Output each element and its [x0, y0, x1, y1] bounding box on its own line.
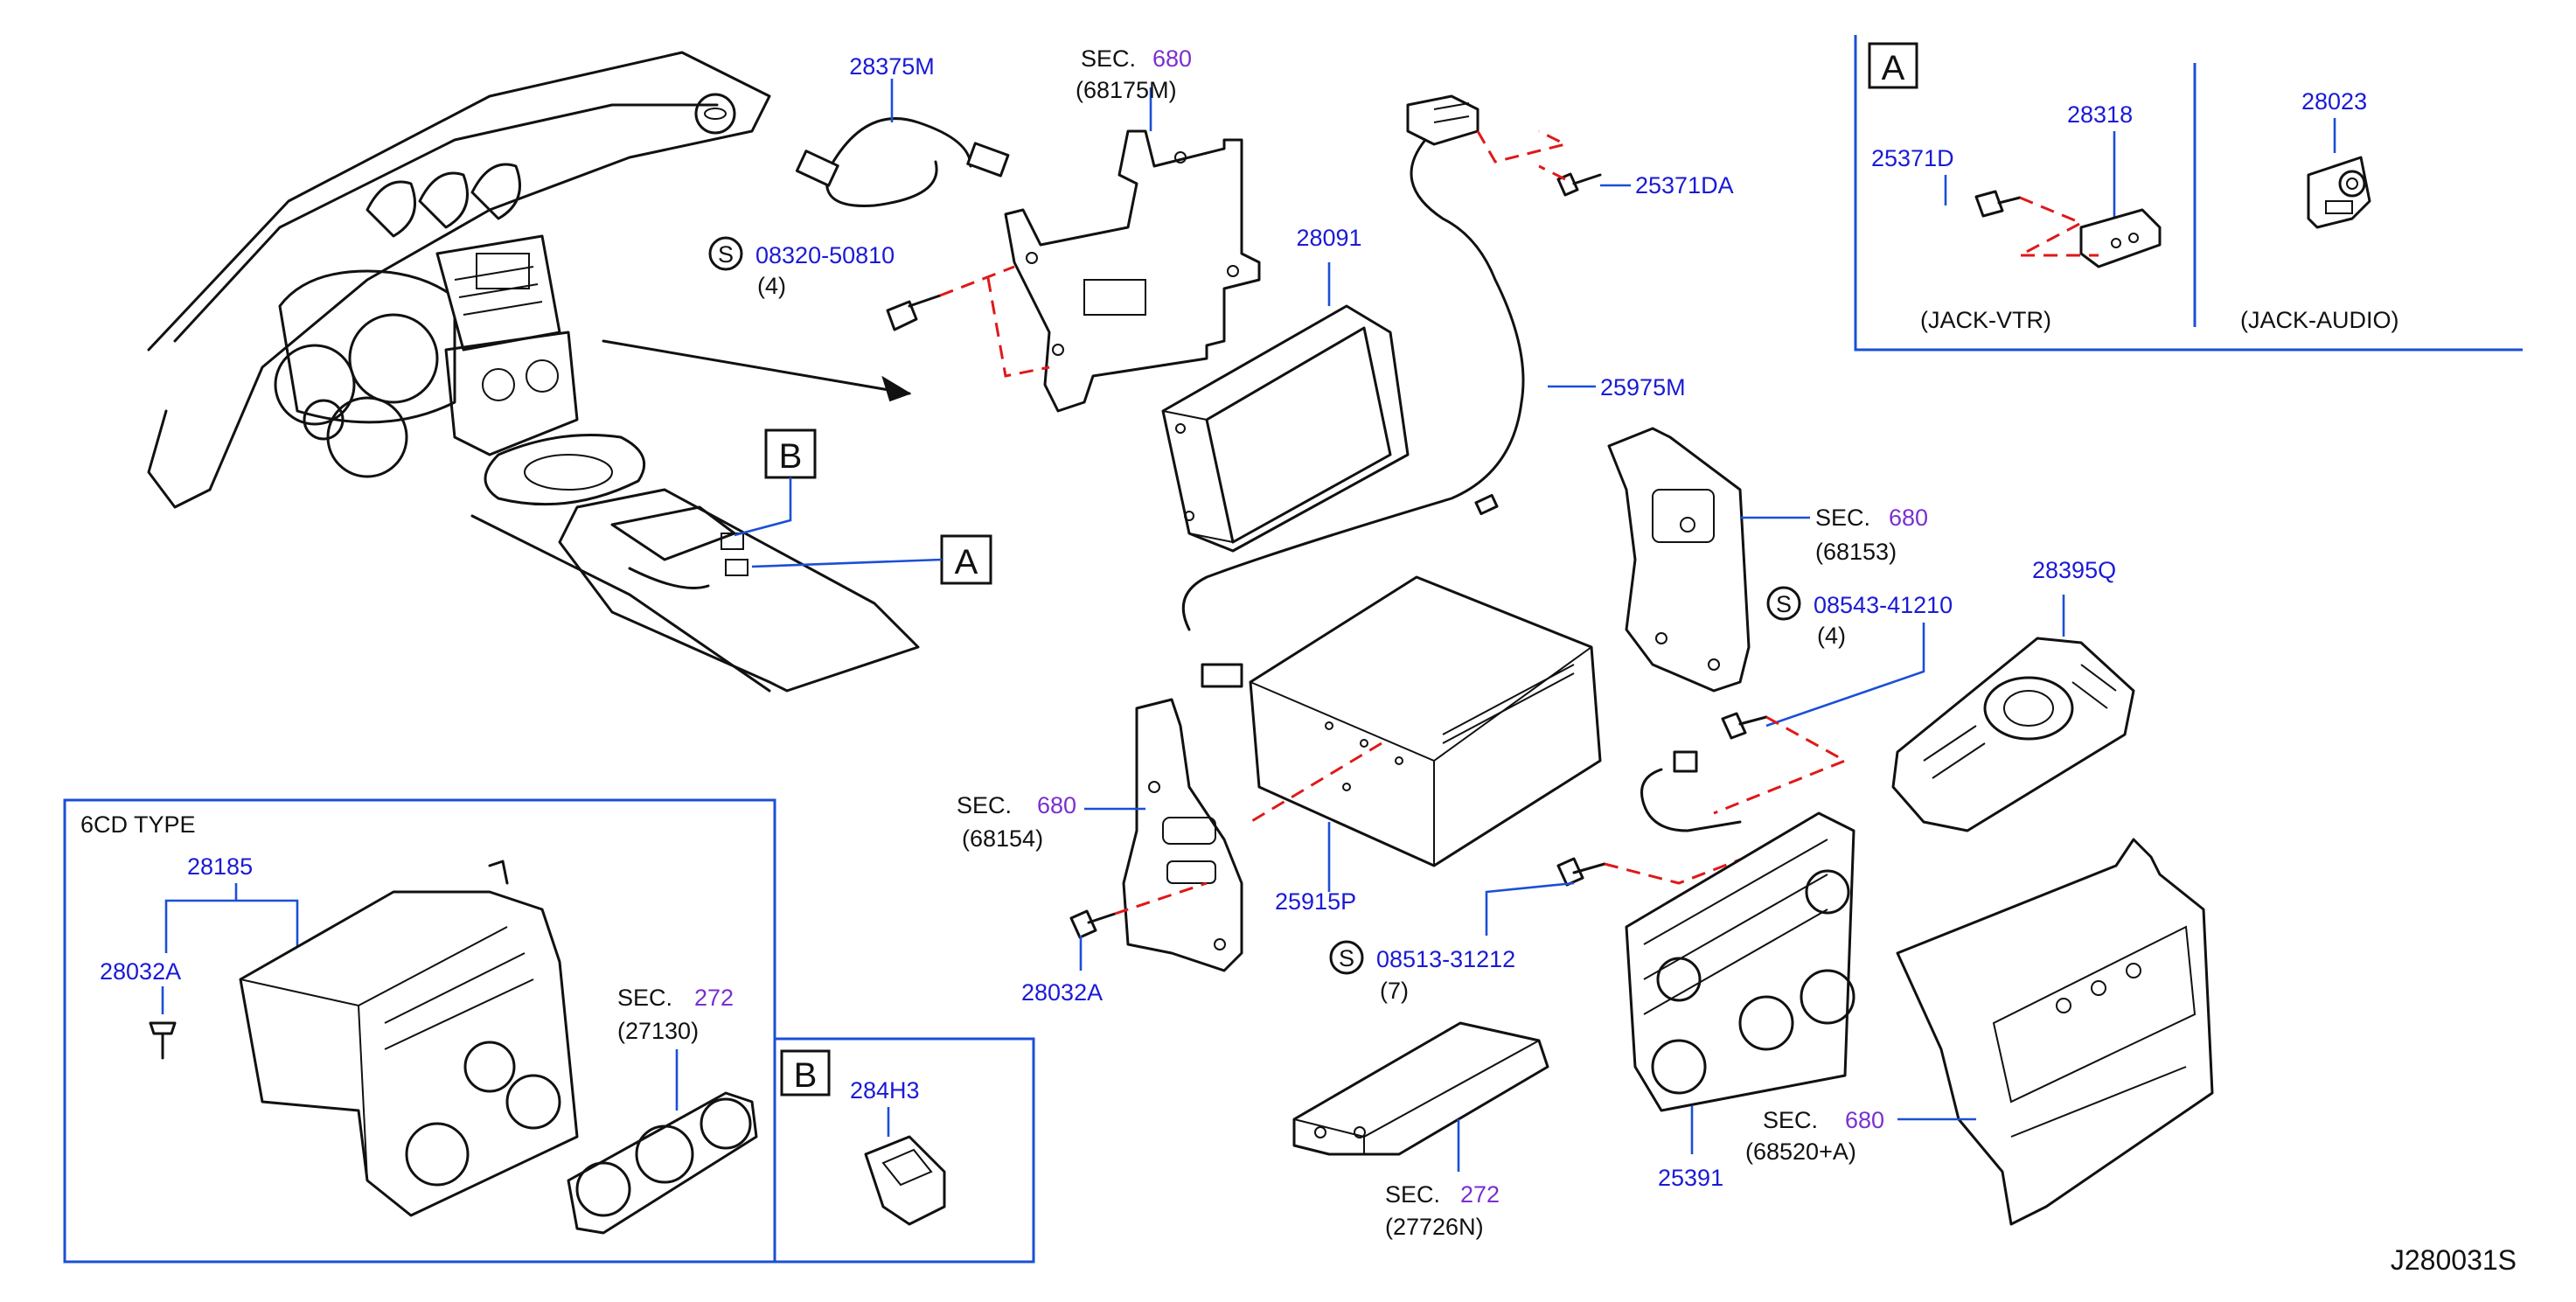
sec-sub-27130: (27130)	[617, 1018, 699, 1044]
label-284h3: 284H3	[850, 1077, 920, 1104]
module-27726n: SEC. 272 (27726N)	[1292, 1021, 1549, 1240]
sec-num-68154: 680	[1037, 792, 1076, 818]
bracket-68153: SEC. 680 (68153)	[1607, 427, 1928, 693]
sec-sub-68153: (68153)	[1815, 539, 1897, 565]
part-25371da-screw: 25371DA	[1476, 129, 1734, 198]
sec-num-68175m: 680	[1152, 45, 1192, 72]
caption-jack-audio: (JACK-AUDIO)	[2240, 307, 2399, 333]
diagram-label: S	[1776, 591, 1792, 617]
sec-word-68175m: SEC.	[1081, 45, 1136, 72]
diagram-label: B	[779, 437, 803, 476]
sec-num-27726n: 272	[1460, 1181, 1500, 1208]
climate-control-27130: SEC. 272 (27130)	[567, 985, 758, 1235]
sec-word-68520a: SEC.	[1763, 1107, 1818, 1133]
label-25975m: 25975M	[1600, 374, 1686, 400]
label-28375m: 28375M	[849, 53, 935, 80]
dashboard-overview	[147, 51, 920, 693]
qty-08320-50810: (4)	[757, 273, 786, 299]
qty-08543-41210: (4)	[1817, 623, 1846, 649]
label-28023: 28023	[2301, 88, 2367, 115]
inset-6cd-title: 6CD TYPE	[80, 811, 196, 838]
inset-b: B 284H3	[775, 1037, 1035, 1264]
diagram-code: J280031S	[2391, 1244, 2517, 1276]
part-28395q-control: 28395Q	[1891, 557, 2135, 832]
diagram-label: S	[718, 241, 734, 268]
label-25915p: 25915P	[1275, 888, 1356, 915]
screw-08513-31212: S 08513-31212 (7)	[1329, 838, 1793, 1004]
inset-6cd-type: 6CD TYPE 28185 28032A	[63, 798, 776, 1264]
sec-word-68154: SEC.	[957, 792, 1012, 818]
finisher-68520a: SEC. 680 (68520+A)	[1745, 838, 2214, 1226]
sec-num-68520a: 680	[1845, 1107, 1884, 1133]
sec-sub-27726n: (27726N)	[1385, 1214, 1484, 1240]
label-28032a: 28032A	[1021, 979, 1103, 1006]
sec-word-68153: SEC.	[1815, 505, 1870, 531]
label-08543-41210: 08543-41210	[1814, 592, 1953, 618]
sec-sub-68175m: (68175M)	[1076, 77, 1177, 103]
sec-word-27130: SEC.	[617, 985, 672, 1011]
bracket-68175m: SEC. 680 (68175M)	[1004, 45, 1261, 413]
diagram-label: S	[1339, 945, 1354, 971]
location-arrow	[602, 339, 911, 395]
diagram-label: A	[1882, 49, 1905, 87]
caption-jack-vtr: (JACK-VTR)	[1920, 307, 2051, 333]
part-25975m-harness: 25975M	[1181, 94, 1686, 688]
screw-08543-41210: S 08543-41210 (4)	[1713, 586, 1953, 815]
label-25391: 25391	[1658, 1165, 1723, 1191]
part-25915p-cd-unit: 25915P	[1249, 575, 1602, 915]
sec-word-27726n: SEC.	[1385, 1181, 1440, 1208]
label-28091: 28091	[1296, 225, 1361, 251]
bracket-68154: SEC. 680 (68154)	[957, 698, 1243, 972]
label-28318: 28318	[2067, 101, 2133, 128]
label-28032a-inset: 28032A	[100, 958, 181, 985]
sec-sub-68520a: (68520+A)	[1745, 1138, 1856, 1165]
diagram-label: A	[955, 543, 978, 581]
label-25371d: 25371D	[1871, 145, 1954, 171]
callout-box-a: A	[751, 534, 992, 585]
callout-box-b: B	[734, 428, 817, 537]
label-08320-50810: 08320-50810	[755, 242, 895, 268]
qty-08513-31212: (7)	[1380, 978, 1409, 1004]
screw-08320-50810: S 08320-50810 (4)	[708, 236, 1050, 378]
sec-sub-68154: (68154)	[962, 825, 1043, 852]
inset-a: A 25371D 28318 (JACK-VTR) 28023 (JACK-AU…	[1854, 35, 2523, 352]
sec-num-68153: 680	[1889, 505, 1928, 531]
label-28185: 28185	[187, 853, 253, 880]
sec-num-27130: 272	[694, 985, 734, 1011]
label-25371da: 25371DA	[1635, 172, 1734, 198]
part-28375m-cable: 28375M	[795, 53, 1010, 207]
label-28395q: 28395Q	[2032, 557, 2116, 583]
part-25391-audio-panel: 25391	[1625, 750, 1855, 1191]
part-28091-monitor: 28091	[1161, 225, 1410, 553]
part-28032a-screw: 28032A	[1021, 881, 1208, 1006]
diagram-label: B	[794, 1056, 818, 1095]
label-08513-31212: 08513-31212	[1376, 946, 1515, 972]
